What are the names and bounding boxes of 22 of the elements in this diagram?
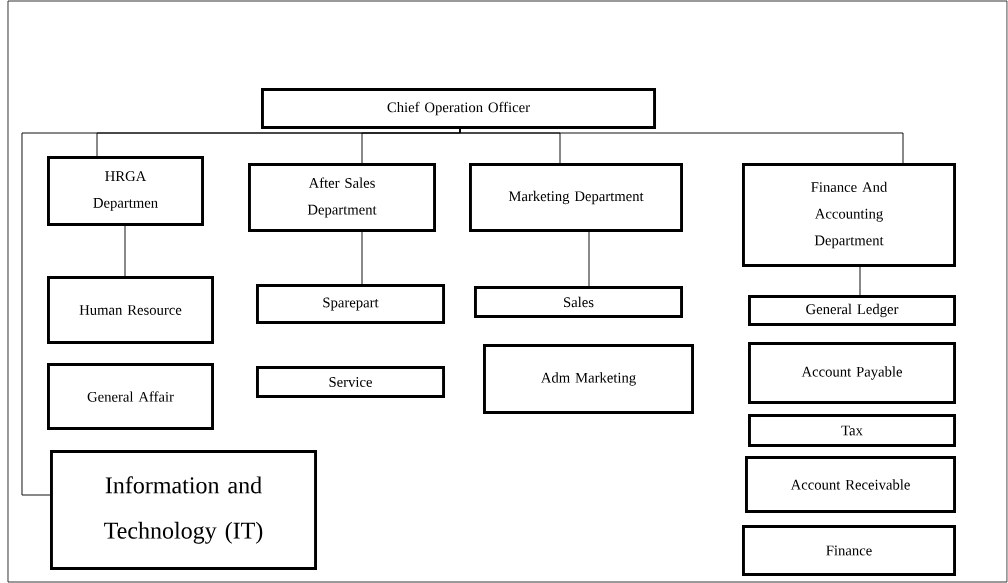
connector-line — [859, 266, 861, 296]
org-box: Human Resource — [47, 276, 214, 344]
org-box: Finance And Accounting Department — [742, 163, 956, 267]
org-box: Tax — [748, 414, 956, 447]
org-box: Information and Technology (IT) — [50, 450, 317, 570]
org-box: After Sales Department — [248, 163, 436, 232]
org-box: Finance — [742, 525, 956, 576]
connector-line — [124, 225, 126, 277]
org-box: Adm Marketing — [483, 344, 694, 414]
org-box: Service — [256, 366, 445, 398]
org-box: HRGA Departmen — [47, 156, 204, 226]
org-box: Sparepart — [256, 284, 445, 324]
org-box: General Ledger — [748, 295, 956, 326]
connector-line — [588, 231, 590, 287]
org-box: Marketing Department — [469, 163, 683, 232]
connector-line — [361, 231, 363, 285]
connector-line — [21, 128, 461, 496]
org-box: Account Receivable — [745, 456, 956, 513]
org-box: Sales — [474, 286, 683, 318]
org-box: General Affair — [47, 363, 214, 430]
org-box: Chief Operation Officer — [261, 88, 656, 129]
org-box: Account Payable — [748, 342, 956, 404]
